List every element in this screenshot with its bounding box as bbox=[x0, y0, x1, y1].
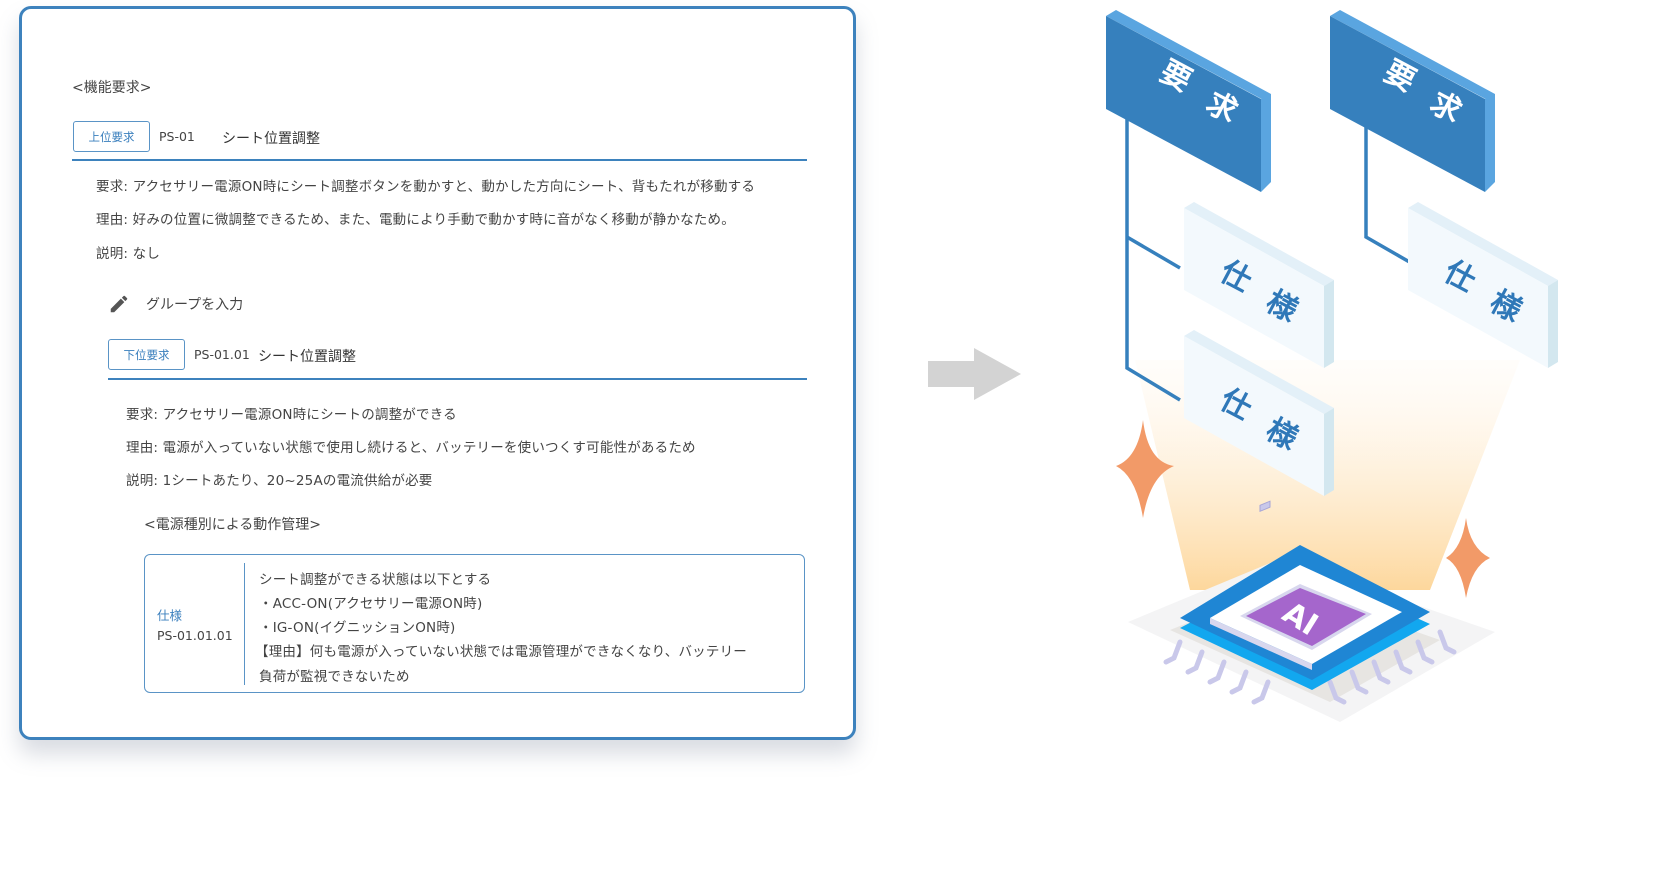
child-requirement-request: 要求: アクセサリー電源ON時にシートの調整ができる bbox=[126, 407, 457, 423]
specification-line: シート調整ができる状態は以下とする bbox=[259, 572, 492, 588]
specification-line: 負荷が監視できないため bbox=[259, 669, 410, 685]
parent-requirement-description: 説明: なし bbox=[96, 246, 161, 262]
child-requirement-tag[interactable]: 下位要求 bbox=[108, 339, 185, 370]
connector-lines-left bbox=[1125, 115, 1181, 402]
parent-requirement-tag[interactable]: 上位要求 bbox=[73, 121, 150, 152]
child-requirement-description: 説明: 1シートあたり、20~25Aの電流供給が必要 bbox=[126, 473, 433, 489]
chip-pins bbox=[1259, 500, 1271, 512]
requirements-document-card: <機能要求> 上位要求 PS-01 シート位置調整 要求: アクセサリー電源ON… bbox=[19, 6, 856, 740]
requirements-to-ai-illustration: 要 求 要 求 仕 様 仕 様 仕 様 bbox=[1106, 10, 1558, 722]
group-input-label: グループを入力 bbox=[146, 297, 244, 313]
child-requirement-divider bbox=[108, 378, 807, 380]
parent-requirement-request: 要求: アクセサリー電源ON時にシート調整ボタンを動かすと、動かした方向にシート… bbox=[96, 179, 756, 195]
specification-block: 仕 様 bbox=[1184, 330, 1334, 496]
child-requirement-id: PS-01.01 bbox=[194, 347, 250, 362]
child-requirement-reason: 理由: 電源が入っていない状態で使用し続けると、バッテリーを使いつくす可能性があ… bbox=[126, 440, 696, 456]
parent-requirement-title: シート位置調整 bbox=[222, 131, 320, 147]
sparkle-icon bbox=[1116, 420, 1174, 518]
specification-line: ・ACC-ON(アクセサリー電源ON時) bbox=[259, 596, 483, 612]
specification-label: 仕様 bbox=[157, 608, 183, 623]
child-requirement-title: シート位置調整 bbox=[258, 349, 356, 365]
parent-requirement-id: PS-01 bbox=[159, 129, 195, 144]
specification-line: 【理由】何も電源が入っていない状態では電源管理ができなくなり、バッテリー bbox=[255, 644, 747, 660]
sparkle-icon bbox=[1446, 518, 1490, 598]
pencil-icon bbox=[110, 295, 128, 313]
group-input-button[interactable]: グループを入力 bbox=[108, 293, 243, 315]
specification-block: 仕 様 bbox=[1184, 202, 1334, 368]
specification-box: 仕様 PS-01.01.01 シート調整ができる状態は以下とする ・ACC-ON… bbox=[144, 554, 805, 693]
arrow-right-icon bbox=[928, 348, 1021, 400]
specification-block: 仕 様 bbox=[1408, 202, 1558, 368]
requirement-block: 要 求 bbox=[1330, 10, 1495, 192]
specification-divider bbox=[244, 563, 245, 685]
connector-lines-right bbox=[1364, 115, 1421, 270]
specification-line: ・IG-ON(イグニッションON時) bbox=[259, 620, 456, 636]
parent-requirement-reason: 理由: 好みの位置に微調整できるため、また、電動により手動で動かす時に音がなく移… bbox=[96, 212, 735, 228]
requirement-block: 要 求 bbox=[1106, 10, 1271, 192]
specification-id: PS-01.01.01 bbox=[157, 628, 233, 643]
section-heading-functional-requirements: <機能要求> bbox=[72, 80, 152, 96]
subsection-heading-power-management: <電源種別による動作管理> bbox=[144, 517, 322, 533]
parent-requirement-divider bbox=[72, 159, 807, 161]
